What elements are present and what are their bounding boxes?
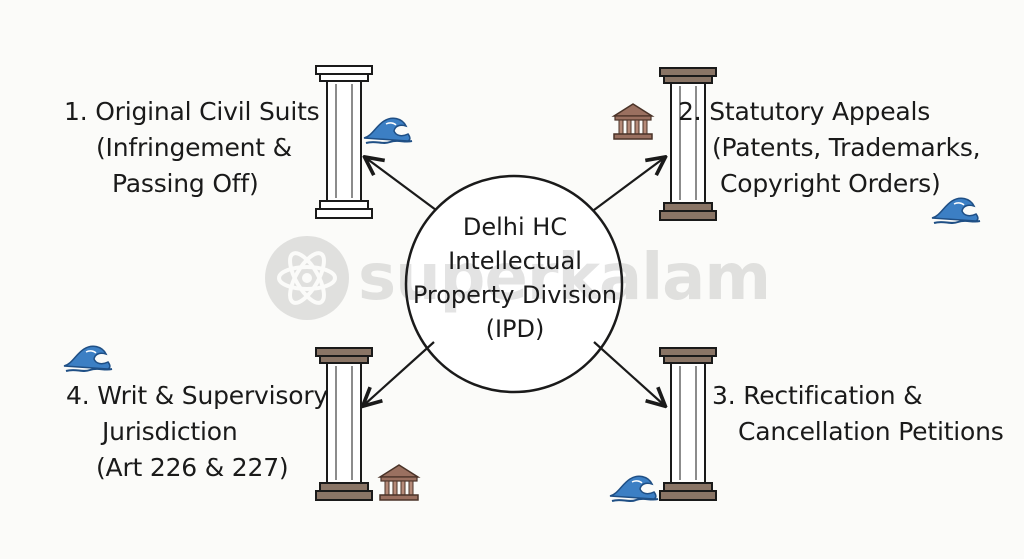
arrow-to-pillar-3 bbox=[593, 341, 664, 405]
center-line: Intellectual bbox=[448, 247, 582, 275]
arrow-to-pillar-4 bbox=[364, 341, 435, 405]
pillar-icon bbox=[315, 347, 373, 501]
pillar-1-line: (Infringement & bbox=[96, 133, 292, 162]
pillar-icon bbox=[659, 67, 717, 221]
pillar-1-line: Passing Off) bbox=[112, 169, 259, 198]
pillar-3-line: 3. Rectification & bbox=[712, 381, 923, 410]
center-line: Delhi HC bbox=[462, 213, 568, 241]
pillar-1-line: 1. Original Civil Suits bbox=[64, 97, 320, 126]
wave-icon bbox=[63, 345, 113, 372]
center-line: Property Division bbox=[412, 281, 618, 309]
pillar-2-label: 2. Statutory Appeals (Patents, Trademark… bbox=[678, 94, 981, 202]
arrow-to-pillar-2 bbox=[593, 158, 664, 211]
center-circle bbox=[404, 174, 624, 394]
center-line: (IPD) bbox=[485, 315, 545, 343]
pillar-4-label: 4. Writ & Supervisory Jurisdiction (Art … bbox=[66, 378, 328, 486]
pillar-icon bbox=[315, 65, 373, 219]
pillar-4-line: 4. Writ & Supervisory bbox=[66, 381, 328, 410]
watermark: superkalam bbox=[262, 233, 771, 323]
pillar-icon bbox=[659, 347, 717, 501]
pillar-2-line: (Patents, Trademarks, bbox=[712, 133, 981, 162]
pillar-2-line: Copyright Orders) bbox=[720, 169, 941, 198]
pillar-2-line: 2. Statutory Appeals bbox=[678, 97, 931, 126]
watermark-text: superkalam bbox=[358, 241, 771, 315]
courthouse-icon bbox=[613, 103, 653, 140]
pillar-3-label: 3. Rectification & Cancellation Petition… bbox=[712, 378, 1004, 450]
courthouse-icon bbox=[379, 464, 419, 501]
pillar-4-line: Jurisdiction bbox=[102, 417, 238, 446]
center-title: Delhi HC Intellectual Property Division … bbox=[410, 210, 620, 346]
arrow-to-pillar-1 bbox=[366, 158, 437, 211]
pillar-1-label: 1. Original Civil Suits (Infringement & … bbox=[64, 94, 320, 202]
pillar-4-line: (Art 226 & 227) bbox=[96, 453, 289, 482]
atom-logo-icon bbox=[265, 236, 349, 320]
wave-icon bbox=[363, 117, 413, 144]
pillar-3-line: Cancellation Petitions bbox=[738, 417, 1004, 446]
wave-icon bbox=[609, 475, 659, 502]
